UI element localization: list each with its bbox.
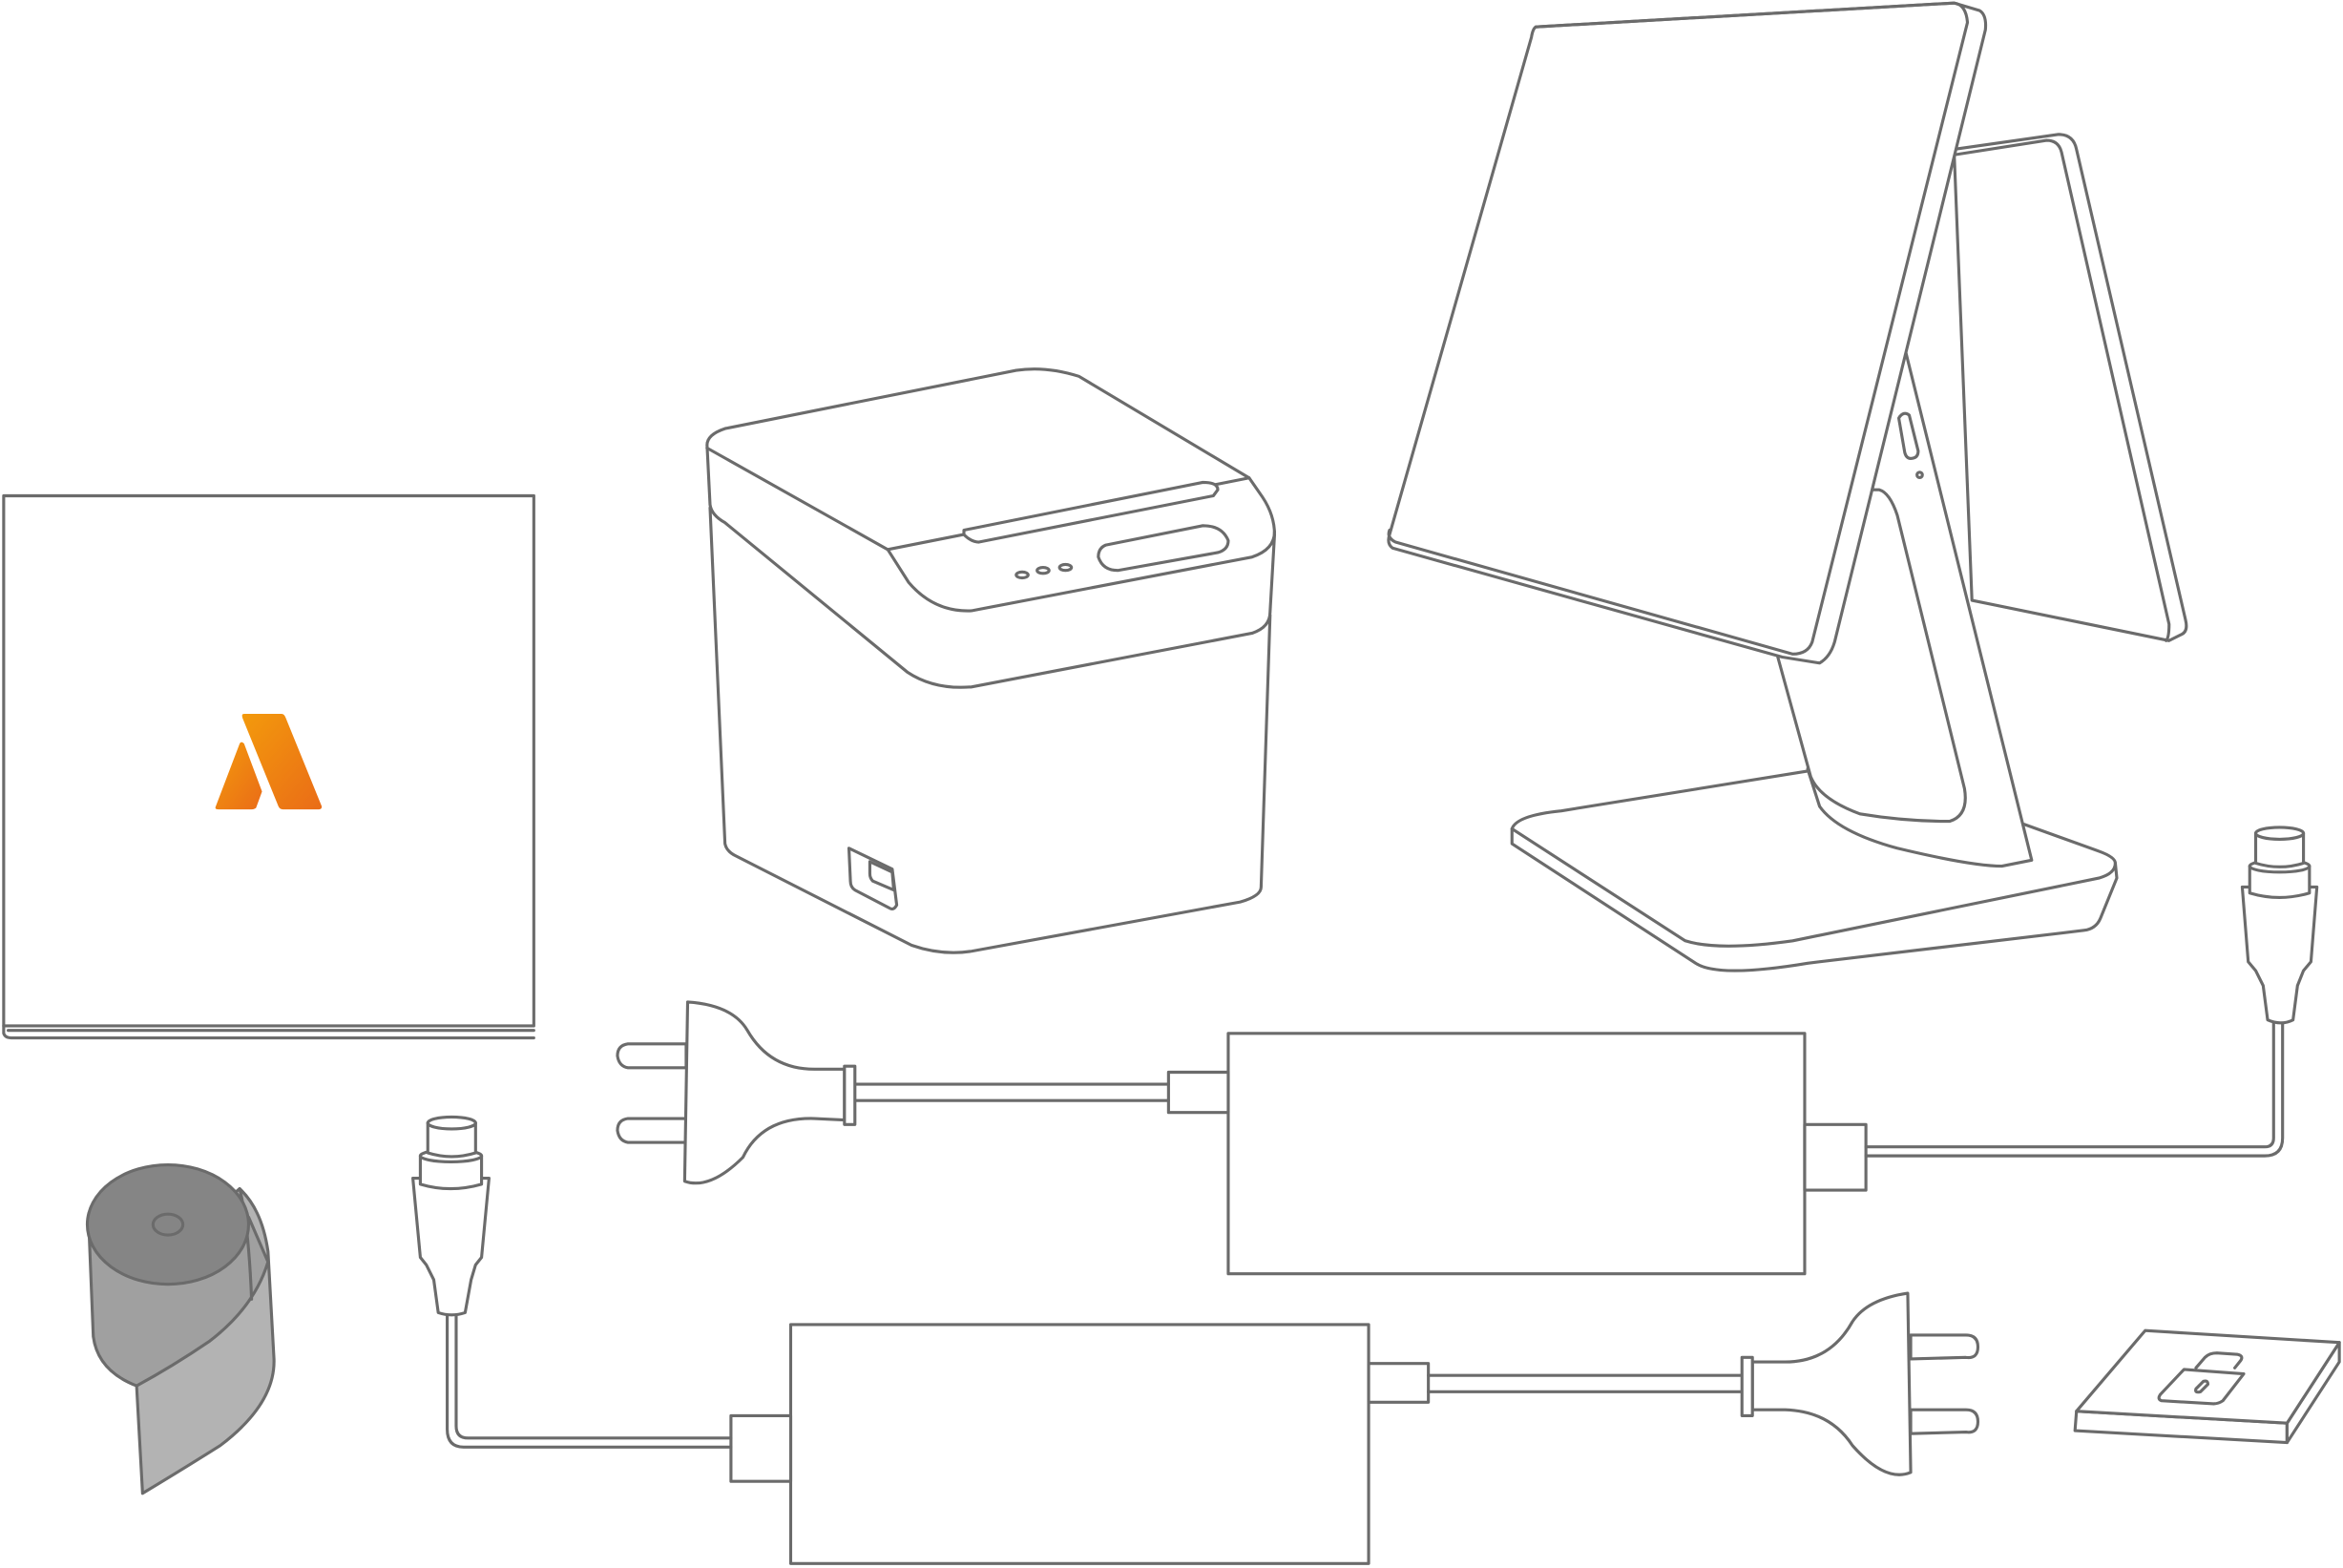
paper-slot: [962, 480, 1220, 544]
dc-plug-icon: [2240, 826, 2319, 1025]
lock-icon: [2157, 1351, 2246, 1406]
status-led-icon: [1036, 566, 1051, 575]
dc-plug-icon: [411, 1115, 491, 1317]
side-button: [1896, 411, 1920, 460]
brand-logo: [215, 713, 323, 810]
paper-roll: [85, 1162, 276, 1495]
ac-plug-icon: [1740, 1291, 1980, 1476]
power-adapter: [411, 1115, 1980, 1565]
customer-display: [1952, 133, 2188, 642]
status-led-icon: [1015, 570, 1030, 580]
power-switch-icon: [847, 847, 899, 910]
power-adapter: [616, 826, 2319, 1276]
key-card: [2073, 1328, 2341, 1445]
ac-plug-icon: [616, 1000, 857, 1185]
main-screen: [1387, 1, 1970, 656]
receipt-printer: [705, 367, 1277, 954]
feed-button: [1097, 524, 1230, 573]
status-led-icon: [1057, 562, 1074, 573]
manual-booklet: [2, 493, 535, 1040]
pos-terminal: [1387, 1, 2188, 972]
